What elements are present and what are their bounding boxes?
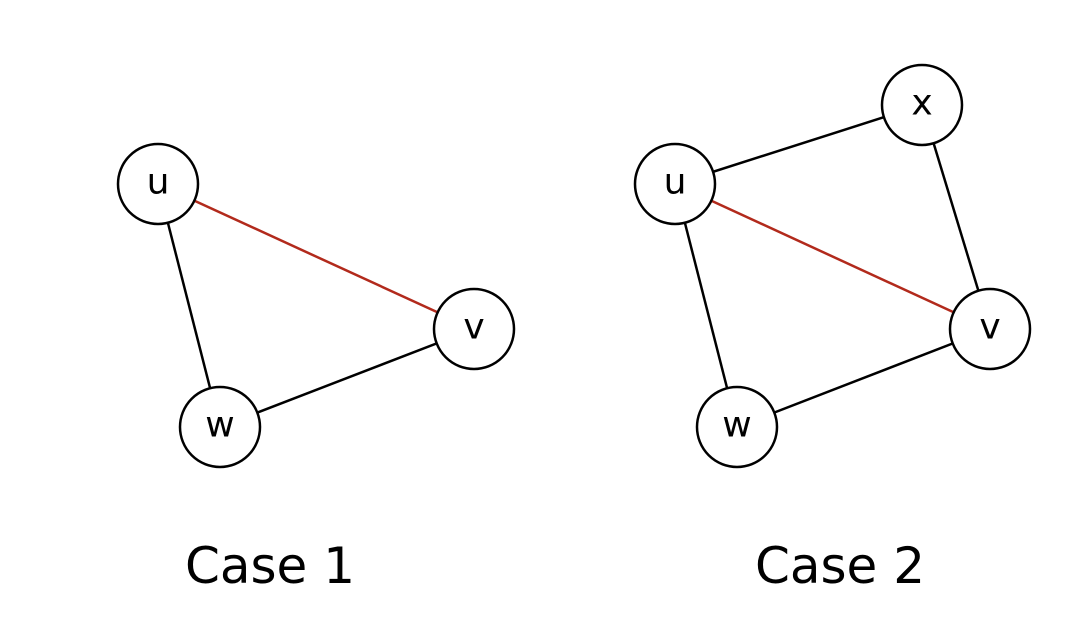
node-w: w bbox=[695, 385, 779, 469]
edge-u-x bbox=[674, 103, 923, 186]
case-2-graph: u x v w bbox=[633, 63, 1032, 469]
edge-u-v bbox=[157, 182, 475, 331]
case-2-label: Case 2 bbox=[755, 537, 925, 595]
node-circle bbox=[633, 142, 717, 226]
node-label: w bbox=[722, 405, 751, 446]
node-w: w bbox=[178, 385, 262, 469]
edge-u-w bbox=[156, 183, 222, 428]
node-u: u bbox=[633, 142, 717, 226]
node-v: v bbox=[948, 287, 1032, 371]
node-x: x bbox=[880, 63, 964, 147]
edge-w-v bbox=[736, 327, 991, 429]
edge-w-v bbox=[219, 327, 475, 429]
node-u: u bbox=[116, 142, 200, 226]
node-label: w bbox=[205, 405, 234, 446]
node-circle bbox=[116, 142, 200, 226]
node-circle bbox=[948, 287, 1032, 371]
case-1-graph: u v w bbox=[116, 142, 516, 469]
edge-u-v bbox=[674, 182, 991, 331]
case-1-label: Case 1 bbox=[185, 537, 355, 595]
node-label: u bbox=[147, 162, 170, 203]
edge-u-w bbox=[673, 183, 739, 428]
node-v: v bbox=[432, 287, 516, 371]
node-circle bbox=[880, 63, 964, 147]
node-label: x bbox=[911, 83, 932, 124]
node-circle bbox=[178, 385, 262, 469]
node-label: v bbox=[463, 307, 484, 348]
node-circle bbox=[695, 385, 779, 469]
node-label: u bbox=[664, 162, 687, 203]
node-circle bbox=[432, 287, 516, 371]
node-label: v bbox=[979, 307, 1000, 348]
